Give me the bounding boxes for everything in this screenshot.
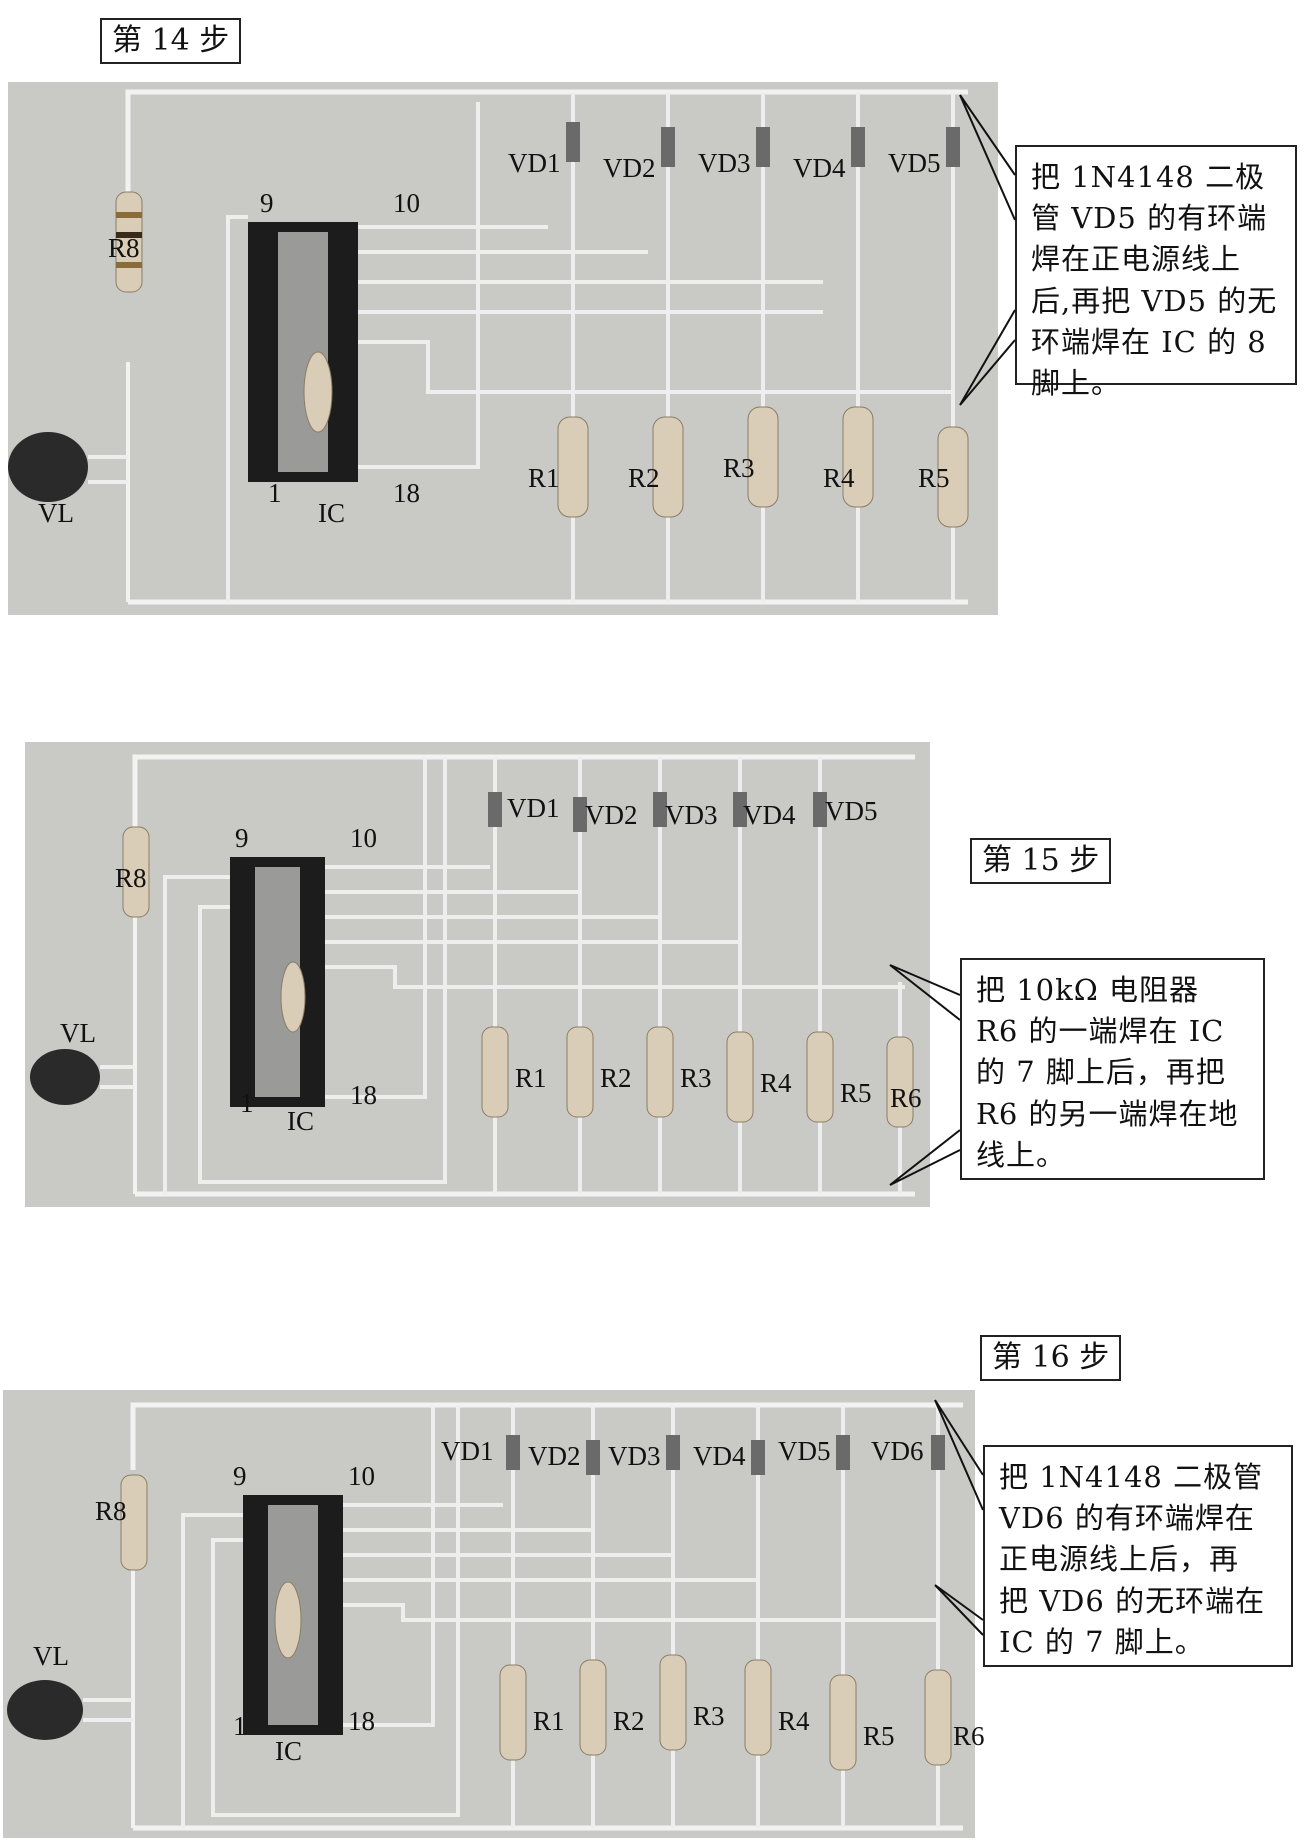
label-pin1: 1: [240, 1088, 254, 1118]
callout-line: 正电源线上后，再: [999, 1542, 1240, 1577]
label-vd1: VD1: [508, 148, 561, 178]
callout-line: 后,再把 VD5 的无: [1031, 283, 1278, 318]
label-vd6: VD6: [871, 1436, 924, 1466]
label-vd5: VD5: [825, 796, 878, 826]
label-ic: IC: [318, 498, 345, 528]
callout-line: 的 7 脚上后，再把: [976, 1055, 1226, 1090]
label-r4: R4: [823, 463, 855, 493]
callout-line: R6 的一端焊在 IC: [976, 1014, 1225, 1049]
callout-line: 脚上。: [1031, 365, 1122, 400]
label-r5: R5: [918, 463, 950, 493]
label-r8: R8: [108, 233, 140, 263]
label-r3: R3: [723, 453, 755, 483]
label-pin9: 9: [235, 823, 249, 853]
label-r2: R2: [600, 1063, 632, 1093]
label-pin9: 9: [233, 1461, 247, 1491]
label-r6: R6: [890, 1083, 922, 1113]
label-pin1: 1: [268, 478, 282, 508]
label-pin10: 10: [348, 1461, 375, 1491]
step-14-photo: R8 VL IC 9 10 1 18 VD1 VD2 VD3 VD4 VD5 R…: [8, 82, 998, 615]
label-vd4: VD4: [693, 1441, 746, 1471]
label-vd4: VD4: [793, 153, 846, 183]
step-15-photo: R8 VL IC 9 10 1 18 VD1 VD2 VD3 VD4 VD5 R…: [25, 742, 930, 1207]
callout-line: VD6 的有环端焊在: [999, 1501, 1255, 1536]
label-r4: R4: [760, 1068, 792, 1098]
step-14-callout: 把 1N4148 二极 管 VD5 的有环端 焊在正电源线上 后,再把 VD5 …: [1015, 145, 1297, 400]
step-14-circuit: R8 VL IC 9 10 1 18 VD1 VD2 VD3 VD4 VD5 R…: [8, 89, 969, 605]
label-r5: R5: [863, 1721, 895, 1751]
label-r8: R8: [95, 1496, 127, 1526]
label-vl: VL: [33, 1641, 69, 1671]
label-r5: R5: [840, 1078, 872, 1108]
step-16-label: 第 16 步: [980, 1335, 1122, 1381]
callout-line: 把 VD6 的无环端在: [999, 1583, 1266, 1618]
callout-line: 线上。: [976, 1137, 1067, 1172]
callout-line: R6 的另一端焊在地: [976, 1096, 1239, 1131]
label-pin10: 10: [350, 823, 377, 853]
label-vl: VL: [38, 498, 74, 528]
step-15-label: 第 15 步: [970, 838, 1112, 884]
callout-line: IC 的 7 脚上。: [999, 1624, 1205, 1659]
step-16-circuit: R8 VL IC 9 10 1 18 VD1 VD2 VD3 VD4 VD5 V…: [7, 1402, 985, 1831]
label-pin1: 1: [233, 1711, 247, 1741]
label-r2: R2: [613, 1706, 645, 1736]
label-vd4: VD4: [743, 800, 796, 830]
label-r2: R2: [628, 463, 660, 493]
callout-line: 管 VD5 的有环端: [1031, 201, 1268, 236]
step-15-callout: 把 10kΩ 电阻器 R6 的一端焊在 IC 的 7 脚上后，再把 R6 的另一…: [960, 958, 1265, 1180]
label-r3: R3: [680, 1063, 712, 1093]
callout-line: 把 1N4148 二极: [1031, 160, 1266, 194]
label-pin18: 18: [348, 1706, 375, 1736]
step-16-callout: 把 1N4148 二极管 VD6 的有环端焊在 正电源线上后，再 把 VD6 的…: [983, 1445, 1293, 1667]
label-r8: R8: [115, 863, 147, 893]
callout-line: 把 1N4148 二极管: [999, 1460, 1264, 1494]
label-pin18: 18: [393, 478, 420, 508]
step-16-photo: R8 VL IC 9 10 1 18 VD1 VD2 VD3 VD4 VD5 V…: [3, 1390, 985, 1838]
label-pin18: 18: [350, 1080, 377, 1110]
step-15-circuit: R8 VL IC 9 10 1 18 VD1 VD2 VD3 VD4 VD5 R…: [30, 754, 922, 1197]
label-vd2: VD2: [603, 153, 656, 183]
callout-line: 焊在正电源线上: [1031, 242, 1242, 277]
label-ic: IC: [275, 1736, 302, 1766]
label-r3: R3: [693, 1701, 725, 1731]
label-r4: R4: [778, 1706, 810, 1736]
label-vd3: VD3: [608, 1441, 661, 1471]
label-vd3: VD3: [698, 148, 751, 178]
label-vd1: VD1: [507, 793, 560, 823]
label-pin10: 10: [393, 188, 420, 218]
label-r1: R1: [533, 1706, 565, 1736]
label-ic: IC: [287, 1106, 314, 1136]
label-pin9: 9: [260, 188, 274, 218]
callout-line: 环端焊在 IC 的 8: [1031, 324, 1267, 359]
label-r1: R1: [528, 463, 560, 493]
label-vd3: VD3: [665, 800, 718, 830]
step-14-label: 第 14 步: [100, 18, 242, 64]
label-vd1: VD1: [441, 1436, 494, 1466]
label-r6: R6: [953, 1721, 985, 1751]
label-vd5: VD5: [888, 148, 941, 178]
label-vd2: VD2: [585, 800, 638, 830]
label-vl: VL: [60, 1018, 96, 1048]
callout-line: 把 10kΩ 电阻器: [976, 973, 1199, 1007]
label-vd5: VD5: [778, 1436, 831, 1466]
label-r1: R1: [515, 1063, 547, 1093]
label-vd2: VD2: [528, 1441, 581, 1471]
